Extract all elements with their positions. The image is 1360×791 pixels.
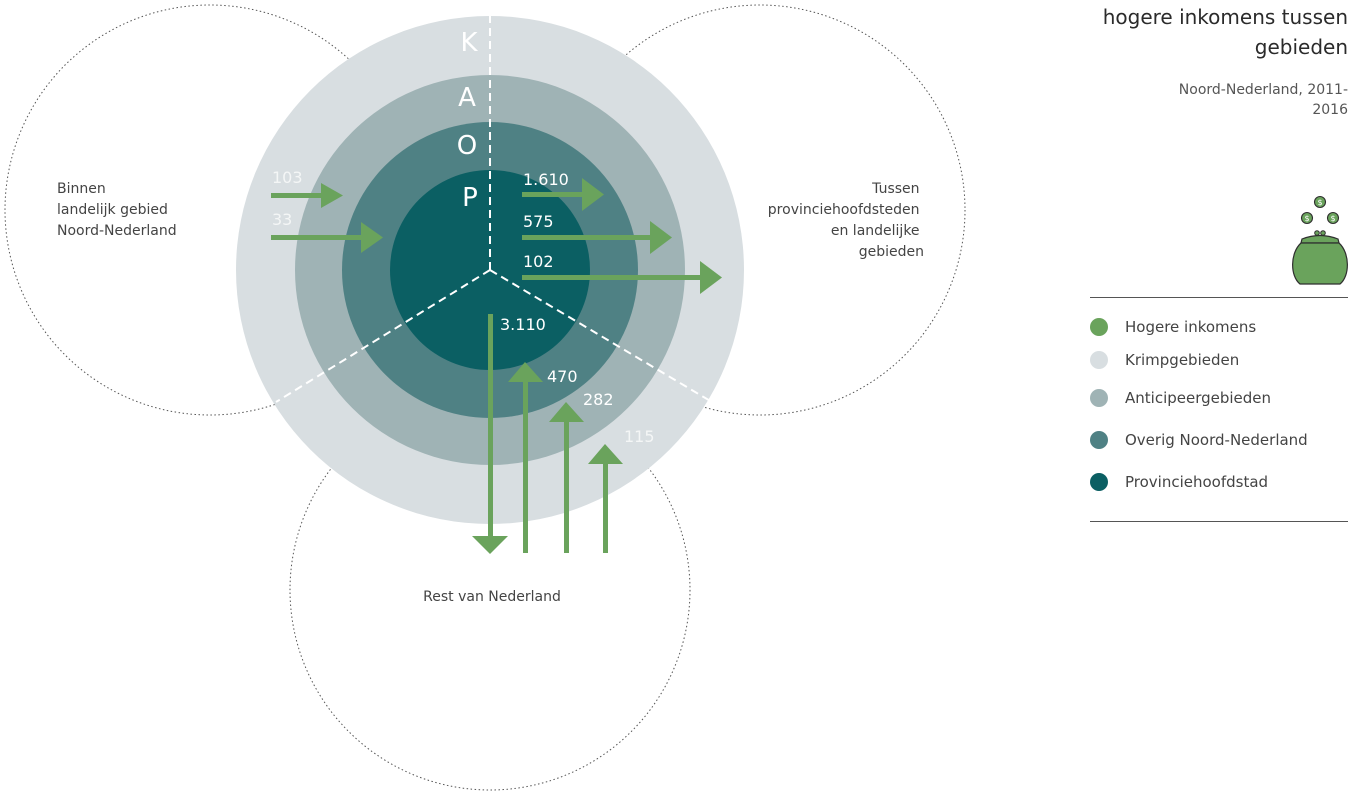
- flow-diagram: K A O P 103 33 1.610 575 102 3.110 470 2…: [4, 4, 966, 791]
- region-label-right: Tussen provinciehoofdsteden en landelijk…: [768, 181, 924, 260]
- legend-label: Hogere inkomens: [1125, 318, 1257, 336]
- arrow-right-a-shaft: [522, 275, 700, 280]
- coin-icon: $: [1326, 211, 1340, 225]
- legend-divider-bottom: [1090, 521, 1348, 522]
- svg-text:$: $: [1304, 214, 1309, 223]
- flow-label-right-o: 575: [523, 212, 554, 231]
- flow-label-up-o: 470: [547, 367, 578, 386]
- purse-icon: $ $ $: [1292, 195, 1348, 285]
- arrow-up-a-head: [549, 402, 584, 422]
- arrow-up-o-head: [508, 362, 543, 382]
- flow-label-right-a: 102: [523, 252, 554, 271]
- region-circle-right: [554, 4, 966, 416]
- svg-text:$: $: [1317, 198, 1322, 207]
- divider-right: [489, 269, 713, 403]
- ring-letter-p: P: [462, 183, 478, 213]
- legend-label: Anticipeergebieden: [1125, 389, 1272, 407]
- arrow-up-a-shaft: [564, 420, 569, 553]
- arrow-left-k-head: [321, 183, 343, 208]
- flow-label-left-a: 33: [272, 210, 292, 229]
- flow-label-down-p: 3.110: [500, 315, 546, 334]
- arrow-up-k-head: [588, 444, 623, 464]
- flow-label-right-p: 1.610: [523, 170, 569, 189]
- arrow-down-p-shaft: [488, 314, 493, 537]
- ring-letter-o: O: [457, 131, 477, 161]
- arrow-left-a-head: [361, 222, 383, 253]
- flow-label-left-k: 103: [272, 168, 303, 187]
- ring-letter-a: A: [458, 83, 476, 113]
- legend-panel: hogere inkomens tussen gebieden Noord-Ne…: [1060, 0, 1360, 791]
- arrow-down-p-head: [472, 536, 508, 554]
- legend-item-anticipeergebieden: Anticipeergebieden: [1090, 388, 1271, 408]
- region-label-left: Binnen landelijk gebied Noord-Nederland: [57, 181, 177, 239]
- legend-label: Overig Noord-Nederland: [1125, 431, 1308, 449]
- divider-left: [275, 269, 491, 403]
- arrow-up-o-shaft: [523, 380, 528, 553]
- svg-text:$: $: [1330, 214, 1335, 223]
- arrow-right-p-shaft: [522, 192, 582, 197]
- page-subtitle: Noord-Nederland, 2011-2016: [1178, 82, 1348, 118]
- legend-swatch: [1090, 389, 1108, 407]
- flow-label-up-k: 115: [624, 427, 655, 446]
- region-label-left-line-1: Binnen: [57, 181, 106, 197]
- coin-icon: $: [1300, 211, 1314, 225]
- legend-swatch: [1090, 318, 1108, 336]
- legend-label: Provinciehoofdstad: [1125, 473, 1269, 491]
- legend-item-hogere-inkomens: Hogere inkomens: [1090, 317, 1256, 337]
- region-label-right-line-4: gebieden: [859, 244, 924, 260]
- legend-divider-top: [1090, 297, 1348, 298]
- legend-label: Krimpgebieden: [1125, 351, 1240, 369]
- region-label-right-line-3: en landelijke: [831, 223, 920, 239]
- arrow-left-a-shaft: [271, 235, 361, 240]
- legend-item-overig-noord-nederland: Overig Noord-Nederland: [1090, 430, 1308, 450]
- arrow-left-k-shaft: [271, 193, 321, 198]
- arrow-right-p-head: [582, 178, 604, 211]
- arrow-up-k-shaft: [603, 462, 608, 553]
- region-label-left-line-3: Noord-Nederland: [57, 223, 177, 239]
- ring-letter-k: K: [460, 28, 478, 58]
- arrow-right-o-shaft: [522, 235, 650, 240]
- coin-icon: $: [1313, 195, 1327, 209]
- page-title: hogere inkomens tussen gebieden: [1102, 5, 1348, 59]
- legend-item-krimpgebieden: Krimpgebieden: [1090, 350, 1239, 370]
- arrow-right-o-head: [650, 221, 672, 254]
- legend-swatch: [1090, 431, 1108, 449]
- arrow-right-a-head: [700, 261, 722, 294]
- legend-swatch: [1090, 351, 1108, 369]
- region-circle-bottom: [289, 389, 691, 791]
- region-label-right-line-1: Tussen: [871, 181, 919, 197]
- region-label-bottom: Rest van Nederland: [423, 589, 561, 605]
- legend-item-provinciehoofdstad: Provinciehoofdstad: [1090, 472, 1268, 492]
- region-label-left-line-2: landelijk gebied: [57, 202, 168, 218]
- flow-label-up-a: 282: [583, 390, 614, 409]
- region-label-right-line-2: provinciehoofdsteden: [768, 202, 920, 218]
- legend-swatch: [1090, 473, 1108, 491]
